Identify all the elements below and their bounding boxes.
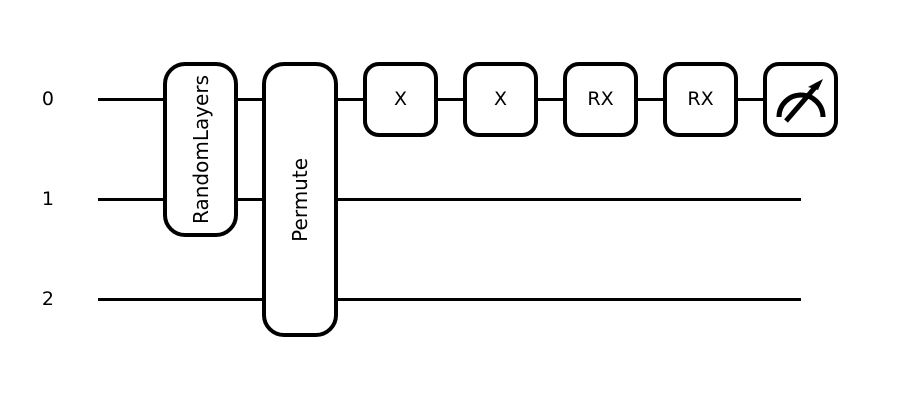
wire-segment-2-lead — [98, 298, 262, 301]
gate-randomlayers-label: RandomLayers — [188, 75, 213, 224]
gate-permute[interactable]: Permute — [262, 62, 338, 337]
wire-segment-0-lead — [98, 98, 163, 101]
wire-segment-0-rl-perm — [238, 98, 262, 101]
gate-randomlayers[interactable]: RandomLayers — [163, 62, 238, 237]
wire-segment-1-rl-perm — [238, 198, 262, 201]
wire-label-0: 0 — [41, 88, 54, 110]
gate-permute-label: Permute — [288, 157, 312, 242]
wire-segment-1-tail — [338, 198, 801, 201]
measure-meter-icon — [774, 76, 828, 124]
gate-measure[interactable] — [763, 62, 838, 137]
gate-rx-1-label: RX — [587, 88, 614, 110]
gate-paulix-2[interactable]: X — [463, 62, 538, 137]
wire-segment-0-rx1-rx2 — [638, 98, 663, 101]
gate-paulix-1[interactable]: X — [363, 62, 438, 137]
wire-segment-0-rx2-meas — [738, 98, 763, 101]
wire-segment-0-x1-x2 — [438, 98, 463, 101]
wire-label-1: 1 — [41, 188, 54, 210]
wire-segment-0-perm-x1 — [338, 98, 363, 101]
wire-segment-2-tail — [338, 298, 801, 301]
gate-rx-2-label: RX — [687, 88, 714, 110]
wire-segment-1-lead — [98, 198, 163, 201]
gate-paulix-2-label: X — [493, 88, 508, 110]
wire-segment-0-x2-rx1 — [538, 98, 563, 101]
gate-rx-1[interactable]: RX — [563, 62, 638, 137]
gate-paulix-1-label: X — [393, 88, 408, 110]
gate-rx-2[interactable]: RX — [663, 62, 738, 137]
wire-label-2: 2 — [41, 288, 54, 310]
